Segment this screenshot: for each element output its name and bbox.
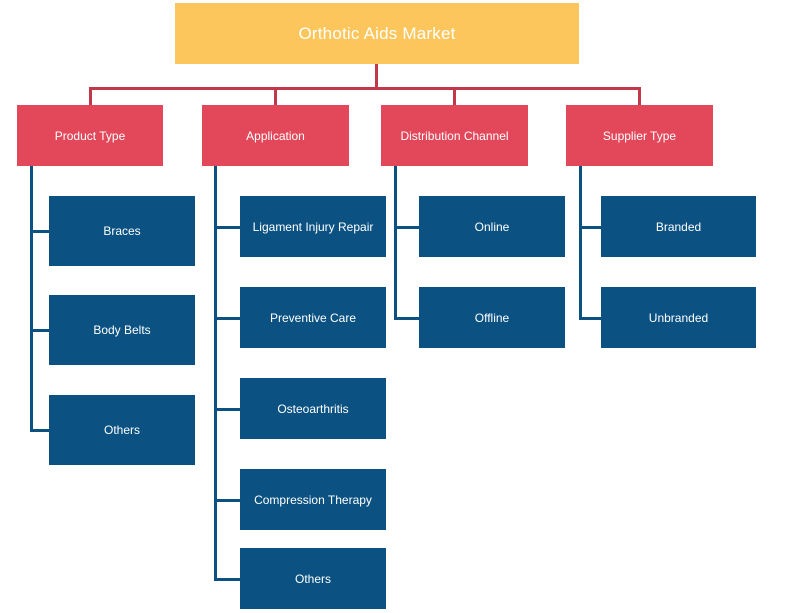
drop-line-application	[274, 87, 277, 105]
leaf-label: Unbranded	[648, 310, 709, 325]
leaf-node-braces: Braces	[49, 196, 195, 266]
leaf-label: Ligament Injury Repair	[252, 219, 374, 234]
branch-line	[579, 226, 601, 229]
leaf-node-unbranded: Unbranded	[601, 287, 756, 348]
root-node-market: Orthotic Aids Market	[175, 3, 579, 64]
branch-line	[214, 578, 240, 581]
leaf-node-preventive-care: Preventive Care	[240, 287, 386, 348]
branch-line	[30, 429, 49, 432]
branch-line	[394, 317, 419, 320]
leaf-node-online: Online	[419, 196, 565, 257]
leaf-label: Branded	[655, 219, 702, 234]
branch-line	[214, 317, 240, 320]
category-label: Product Type	[54, 128, 126, 143]
root-node-label: Orthotic Aids Market	[298, 23, 456, 43]
leaf-node-ligament-injury-repair: Ligament Injury Repair	[240, 196, 386, 257]
drop-line-supplier-type	[638, 87, 641, 105]
leaf-label: Osteoarthritis	[277, 401, 349, 416]
leaf-node-others: Others	[240, 548, 386, 609]
category-node-application: Application	[202, 105, 349, 166]
leaf-label: Preventive Care	[269, 310, 357, 325]
category-label: Application	[246, 128, 305, 143]
branch-line	[30, 329, 49, 332]
drop-line-distribution-channel	[453, 87, 456, 105]
side-line-application	[214, 166, 217, 580]
branch-line	[214, 499, 240, 502]
drop-line-product-type	[89, 87, 92, 105]
leaf-label: Others	[294, 571, 331, 586]
leaf-node-compression-therapy: Compression Therapy	[240, 469, 386, 530]
category-horizontal-line	[89, 87, 641, 90]
side-line-supplier-type	[579, 166, 582, 319]
leaf-label: Compression Therapy	[254, 492, 372, 507]
category-node-product-type: Product Type	[17, 105, 163, 166]
leaf-label: Online	[474, 219, 510, 234]
leaf-node-branded: Branded	[601, 196, 756, 257]
branch-line	[214, 226, 240, 229]
branch-line	[214, 408, 240, 411]
side-line-product-type	[30, 166, 33, 431]
branch-line	[30, 230, 49, 233]
leaf-node-others: Others	[49, 395, 195, 465]
branch-line	[579, 317, 601, 320]
category-node-supplier-type: Supplier Type	[566, 105, 713, 166]
leaf-node-osteoarthritis: Osteoarthritis	[240, 378, 386, 439]
leaf-node-offline: Offline	[419, 287, 565, 348]
leaf-node-body-belts: Body Belts	[49, 295, 195, 365]
root-stem-line	[375, 64, 378, 89]
leaf-label: Body Belts	[93, 323, 151, 337]
branch-line	[394, 226, 419, 229]
leaf-label: Others	[103, 423, 140, 437]
category-label: Distribution Channel	[400, 128, 509, 143]
leaf-label: Braces	[103, 224, 141, 238]
category-label: Supplier Type	[602, 128, 677, 143]
leaf-label: Offline	[474, 310, 510, 325]
side-line-distribution-channel	[394, 166, 397, 319]
category-node-distribution-channel: Distribution Channel	[381, 105, 528, 166]
